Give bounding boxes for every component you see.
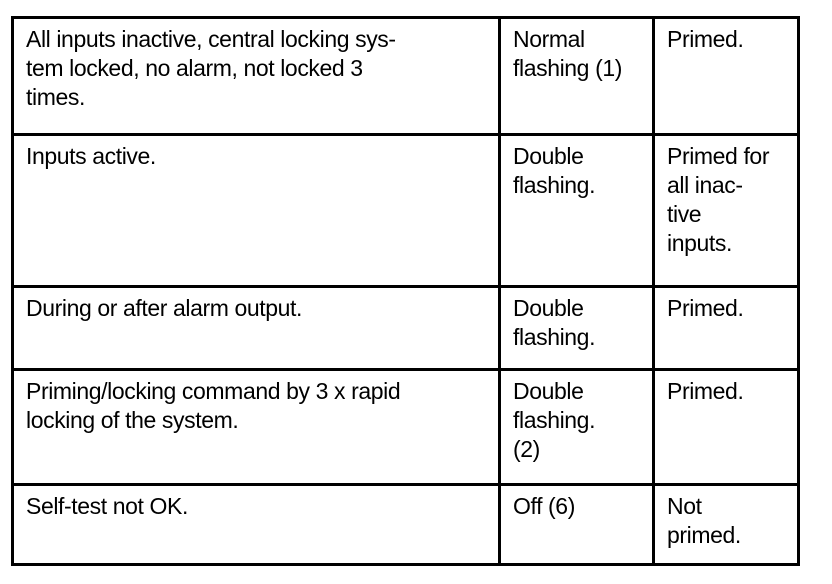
status-cell: Primed.: [652, 285, 800, 371]
table-row: Priming/locking command by 3 x rapid loc…: [11, 368, 800, 486]
table-row: Self-test not OK. Off (6) Not primed.: [11, 483, 800, 566]
status-cell: Primed.: [652, 16, 800, 136]
status-cell: Not primed.: [652, 483, 800, 566]
condition-cell: All inputs inactive, central locking sys…: [11, 16, 501, 136]
condition-cell: Priming/locking command by 3 x rapid loc…: [11, 368, 501, 486]
led-signal-cell: Normal flashing (1): [498, 16, 655, 136]
condition-cell: During or after alarm output.: [11, 285, 501, 371]
table-row: During or after alarm output. Double fla…: [11, 285, 800, 371]
led-signal-cell: Off (6): [498, 483, 655, 566]
led-signal-cell: Double flashing.: [498, 285, 655, 371]
table-row: All inputs inactive, central locking sys…: [11, 16, 800, 136]
condition-cell: Self-test not OK.: [11, 483, 501, 566]
status-cell: Primed for all inac- tive inputs.: [652, 133, 800, 288]
table-row: Inputs active. Double flashing. Primed f…: [11, 133, 800, 288]
led-signal-cell: Double flashing. (2): [498, 368, 655, 486]
condition-cell: Inputs active.: [11, 133, 501, 288]
led-signal-cell: Double flashing.: [498, 133, 655, 288]
alarm-status-table: All inputs inactive, central locking sys…: [11, 16, 800, 566]
status-cell: Primed.: [652, 368, 800, 486]
